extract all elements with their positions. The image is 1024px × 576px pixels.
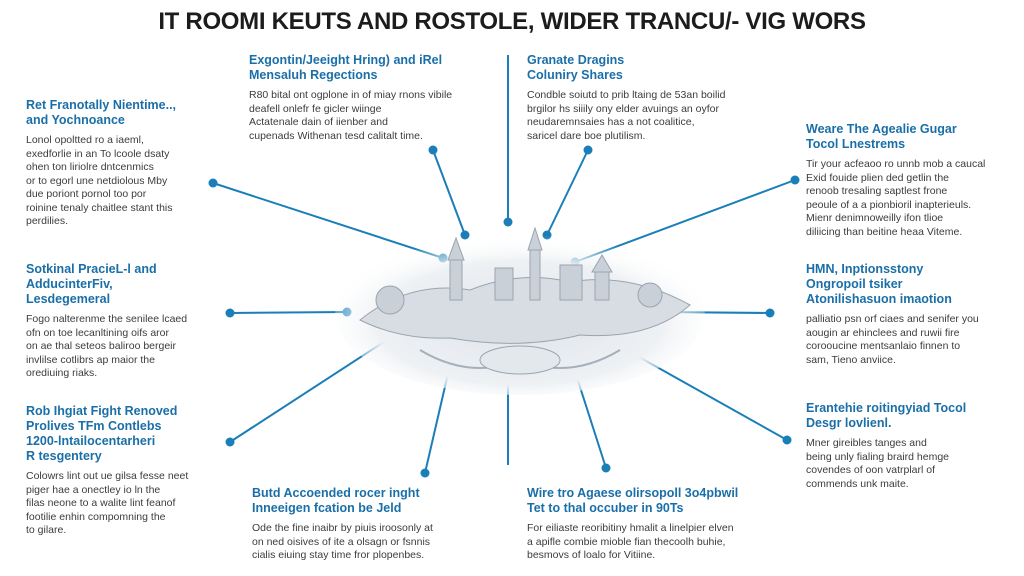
connector-line <box>432 149 466 236</box>
connector-dot <box>428 145 438 155</box>
annotation-body: palliatio psn orf ciaes and senifer you … <box>806 313 979 366</box>
annotation-block-bottom-left-center: Butd Accoended rocer inght Inneeigen fca… <box>252 486 492 563</box>
annotation-heading: Erantehie roitingyiad Tocol Desgr lovlie… <box>806 401 967 430</box>
annotation-heading: Ret Franotally Nientime.., and Yochnoanc… <box>26 98 177 127</box>
connector-dot <box>782 435 792 445</box>
annotation-body: Lonol opoltted ro a iaeml, exedforlie in… <box>26 134 173 227</box>
annotation-body: Mner gireibles tanges and being unly fia… <box>806 437 950 490</box>
page-title: IT ROOMI KEUTS AND ROSTOLE, WIDER TRANCU… <box>158 8 866 35</box>
connector-line <box>546 149 589 236</box>
connector-dot <box>460 230 470 240</box>
connector-dot <box>503 217 513 227</box>
annotation-body: Ode the fine inaibr by piuis iroosonly a… <box>252 522 433 561</box>
annotation-block-lower-right: Erantehie roitingyiad Tocol Desgr lovlie… <box>806 401 1011 491</box>
annotation-block-lower-left: Rob Ihgiat Fight Renoved Prolives TFm Co… <box>26 404 221 538</box>
annotation-body: Tir your acfeaoo ro unnb mob a caucal Ex… <box>806 158 986 238</box>
annotation-heading: Butd Accoended rocer inght Inneeigen fca… <box>252 486 420 515</box>
annotation-block-middle-left: Sotkinal PracieL‑l and AdducinterFiv, Le… <box>26 262 216 381</box>
annotation-body: For eiliaste reoribitiny hmalit a linelp… <box>527 522 734 561</box>
annotation-block-top-left-center: Exgontin/Jeeight Hring) and iRel Mensalu… <box>249 53 489 143</box>
annotation-body: Colowrs lint out ue gilsa fesse neet pig… <box>26 470 189 536</box>
connector-line <box>212 182 444 259</box>
connector-dot <box>790 175 800 185</box>
connector-dot <box>208 178 218 188</box>
annotation-block-bottom-right-center: Wire tro Agaese olirsopoll 3o4pbwil Tet … <box>527 486 777 563</box>
connector-dot <box>765 308 775 318</box>
connector-dot <box>225 437 235 447</box>
annotation-heading: Sotkinal PracieL‑l and AdducinterFiv, Le… <box>26 262 157 306</box>
annotation-heading: Granate Dragins Coluniry Shares <box>527 53 625 82</box>
annotation-body: Fogo nalterenme the senilee lcaed ofn on… <box>26 313 188 379</box>
connector-dot <box>583 145 593 155</box>
annotation-block-upper-right: Weare The Agealie Gugar Tocol Lnestrems … <box>806 122 1011 239</box>
annotation-body: Condble soiutd to prib ltaing de 53an bo… <box>527 89 726 142</box>
annotation-block-upper-left: Ret Franotally Nientime.., and Yochnoanc… <box>26 98 216 229</box>
annotation-heading: Rob Ihgiat Fight Renoved Prolives TFm Co… <box>26 404 178 463</box>
annotation-heading: HMN, Inptionsstony Ongropoil tsiker Aton… <box>806 262 952 306</box>
connector-dot <box>420 468 430 478</box>
annotation-block-middle-right: HMN, Inptionsstony Ongropoil tsiker Aton… <box>806 262 1011 367</box>
connector-dot <box>225 308 235 318</box>
annotation-heading: Wire tro Agaese olirsopoll 3o4pbwil Tet … <box>527 486 739 515</box>
connector-dot <box>601 463 611 473</box>
connector-line <box>229 311 348 314</box>
annotation-heading: Exgontin/Jeeight Hring) and iRel Mensalu… <box>249 53 443 82</box>
central-illustration <box>335 226 705 395</box>
annotation-block-top-right-center: Granate Dragins Coluniry Shares Condble … <box>527 53 767 143</box>
annotation-heading: Weare The Agealie Gugar Tocol Lnestrems <box>806 122 957 151</box>
annotation-body: R80 bital ont ogplone in of miay rnons v… <box>249 89 453 142</box>
